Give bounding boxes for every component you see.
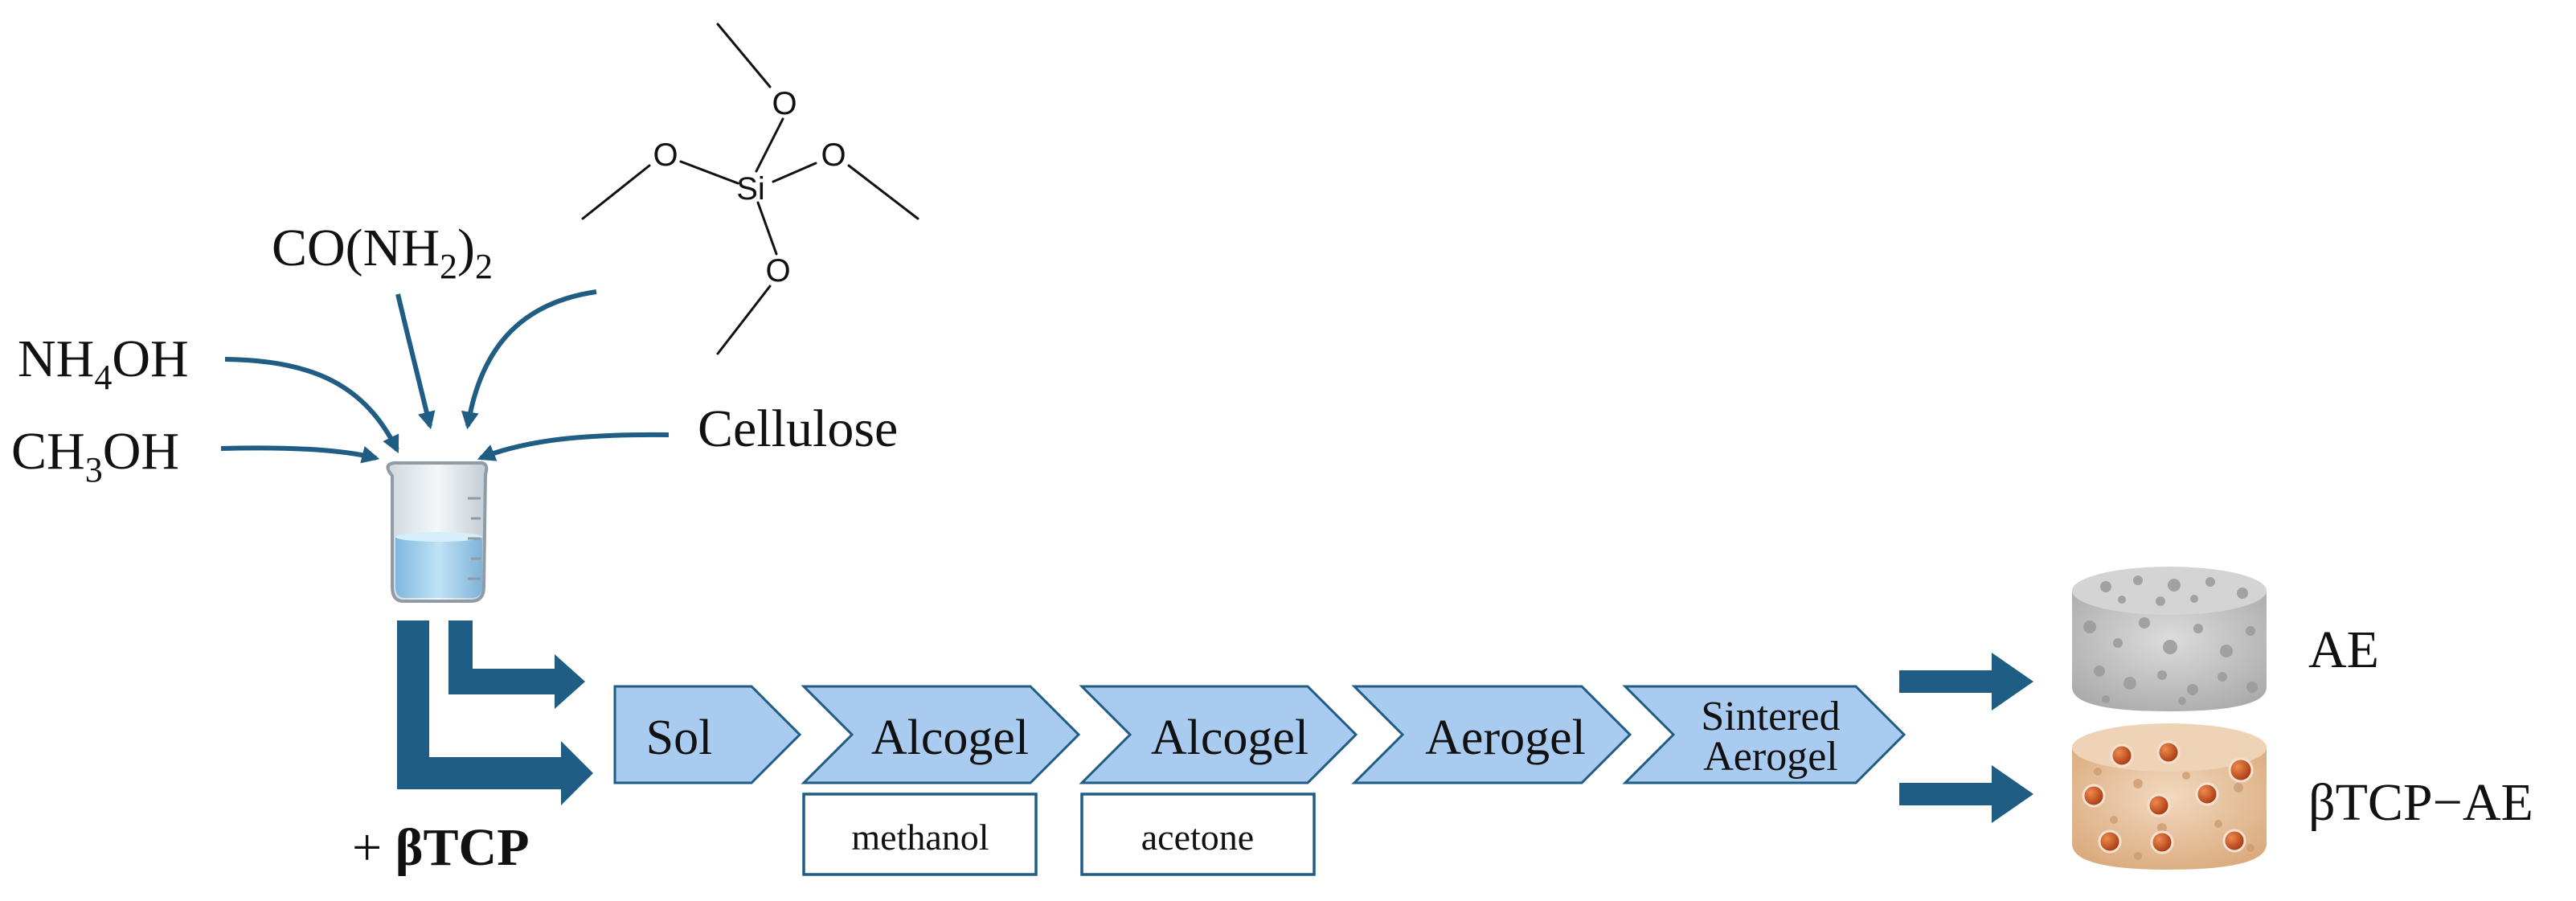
step-alcogel-methanol: Alcogel <box>801 685 1081 784</box>
label-methanol: CH3OH <box>11 422 179 489</box>
solvent-box-methanol <box>802 792 1038 876</box>
silicon-atom: Si <box>736 171 765 207</box>
product-label-btcp-ae: βTCP−AE <box>2308 773 2533 832</box>
label-ammonia: NH4OH <box>18 330 189 397</box>
particle-cylinder-icon <box>2072 723 2267 870</box>
bond-top-methyl <box>716 23 772 88</box>
arrow-urea <box>395 293 436 430</box>
svg-text:Alcogel: Alcogel <box>1151 711 1308 765</box>
particle <box>2098 829 2122 854</box>
silicate-molecule: O O O O Si <box>581 23 919 355</box>
step-sol: Sol <box>613 685 802 784</box>
step-aerogel: Aerogel <box>1351 685 1632 784</box>
svg-text:Aerogel: Aerogel <box>1425 711 1586 765</box>
particle <box>2195 782 2219 806</box>
bond-top-si <box>755 117 784 173</box>
arrow-to-btcp-ae <box>1899 765 2033 823</box>
solvent-box-acetone <box>1080 792 1316 876</box>
bond-bottom-si <box>756 201 778 256</box>
arrow-to-sol-plain <box>448 620 585 709</box>
oxygen-left: O <box>653 137 678 173</box>
step-alcogel-acetone: Alcogel <box>1079 685 1358 784</box>
svg-text:Alcogel: Alcogel <box>871 711 1029 765</box>
particle <box>2147 793 2171 817</box>
oxygen-right: O <box>821 137 846 173</box>
bond-right-si <box>772 162 817 183</box>
solvent-acetone: acetone <box>1141 817 1254 858</box>
bond-bottom-methyl <box>716 285 772 355</box>
solvent-notes: methanol acetone <box>802 792 1316 876</box>
bond-left-si <box>679 160 739 185</box>
arrow-ammonia <box>224 357 399 453</box>
label-cellulose: Cellulose <box>698 399 898 458</box>
product-label-ae: AE <box>2308 620 2379 679</box>
svg-text:Sol: Sol <box>646 711 713 765</box>
arrow-to-sol-btcp <box>397 620 593 805</box>
oxygen-top: O <box>772 86 797 121</box>
arrow-to-ae <box>1899 653 2033 711</box>
split-arrows <box>397 620 593 805</box>
label-urea: CO(NH2)2 <box>272 219 493 286</box>
porous-cylinder-icon <box>2072 567 2267 711</box>
arrow-silicate <box>461 289 597 430</box>
solvent-methanol: methanol <box>851 817 989 858</box>
process-steps: Sol Alcogel Alcogel Aerogel Sintered Aer… <box>613 685 1906 784</box>
beaker-icon <box>386 461 489 603</box>
particle <box>2156 740 2181 764</box>
svg-text:Sintered: Sintered <box>1701 694 1840 739</box>
arrow-cellulose <box>477 432 670 461</box>
particle <box>2222 829 2246 853</box>
step-sintered-aerogel: Sintered Aerogel <box>1622 685 1906 784</box>
bond-left-methyl <box>581 164 651 220</box>
svg-text:Aerogel: Aerogel <box>1703 734 1837 780</box>
particle <box>2110 743 2134 768</box>
particle <box>2228 757 2254 783</box>
particle <box>2150 830 2174 854</box>
oxygen-bottom: O <box>765 253 790 289</box>
arrow-methanol <box>220 445 380 464</box>
label-btcp-additive: + βTCP <box>352 818 530 877</box>
bond-right-methyl <box>847 164 919 220</box>
particle <box>2082 784 2106 808</box>
